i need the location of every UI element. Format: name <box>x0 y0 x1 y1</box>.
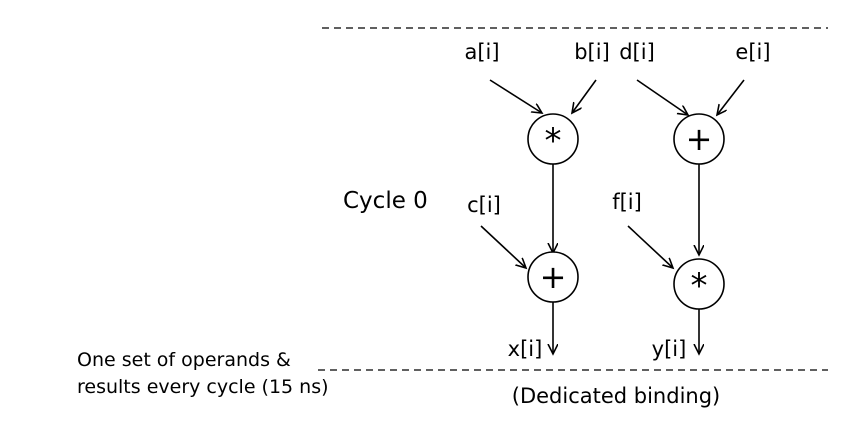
output-label-y: y[i] <box>652 337 687 361</box>
svg-text:+: + <box>540 258 567 296</box>
input-label-e: e[i] <box>735 40 770 64</box>
edge-e-to-add <box>717 79 745 115</box>
output-label-x: x[i] <box>508 337 543 361</box>
input-label-a: a[i] <box>464 40 499 64</box>
cycle-label: Cycle 0 <box>343 188 428 214</box>
svg-text:*: * <box>545 121 562 161</box>
svg-text:+: + <box>686 120 713 158</box>
input-label-c: c[i] <box>467 193 501 217</box>
input-label-b: b[i] <box>574 40 610 64</box>
binding-caption: (Dedicated binding) <box>512 384 721 408</box>
edge-d-to-add <box>636 79 688 115</box>
edge-c-to-add <box>480 225 526 268</box>
add-node-top: + <box>673 113 725 165</box>
mult-node-top: * <box>527 113 579 165</box>
edge-b-to-mult <box>572 79 597 113</box>
note-line-2: results every cycle (15 ns) <box>77 376 329 398</box>
edge-f-to-mult <box>627 225 673 268</box>
note-line-1: One set of operands & <box>77 349 291 371</box>
mult-node-bottom: * <box>673 258 725 310</box>
input-label-f: f[i] <box>612 190 642 214</box>
edge-a-to-mult <box>489 79 542 113</box>
add-node-bottom: + <box>527 251 579 303</box>
svg-text:*: * <box>691 266 708 306</box>
input-label-d: d[i] <box>619 40 655 64</box>
